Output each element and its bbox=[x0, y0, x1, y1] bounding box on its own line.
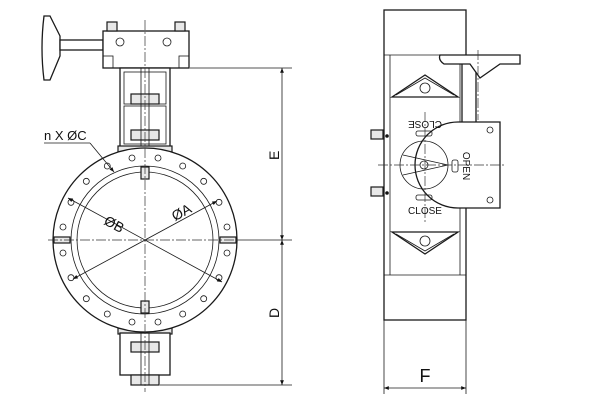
bolt-hole bbox=[103, 162, 111, 170]
bolt-hole bbox=[154, 154, 162, 162]
bolt-hole bbox=[200, 295, 208, 303]
front-view: ØB ØA n X ØC E D bbox=[41, 15, 292, 392]
handwheel bbox=[41, 15, 104, 81]
bolt-hole bbox=[154, 318, 162, 326]
side-view: CLOSE CLOSE OPEN F bbox=[370, 9, 521, 394]
bolt-hole bbox=[200, 177, 208, 185]
bolt-callout-label: n X ØC bbox=[44, 128, 87, 143]
bolt-hole bbox=[179, 310, 187, 318]
dim-f-label: F bbox=[420, 366, 431, 386]
close-label-bottom: CLOSE bbox=[408, 206, 442, 217]
bolt-hole bbox=[223, 249, 231, 257]
bolt-hole bbox=[223, 223, 231, 231]
bolt-hole bbox=[59, 249, 67, 257]
dim-d-label: D bbox=[266, 308, 282, 318]
bolt-hole bbox=[103, 310, 111, 318]
bolt-hole bbox=[128, 318, 136, 326]
gearbox bbox=[102, 21, 190, 69]
open-label: OPEN bbox=[460, 152, 471, 180]
bolt-hole bbox=[179, 162, 187, 170]
bolt-hole bbox=[82, 295, 90, 303]
position-indicator: CLOSE CLOSE OPEN bbox=[378, 112, 505, 222]
close-label-top: CLOSE bbox=[408, 118, 442, 129]
bolt-hole bbox=[82, 177, 90, 185]
bolt-hole bbox=[128, 154, 136, 162]
bolt-hole bbox=[59, 223, 67, 231]
dim-e-label: E bbox=[266, 151, 282, 160]
